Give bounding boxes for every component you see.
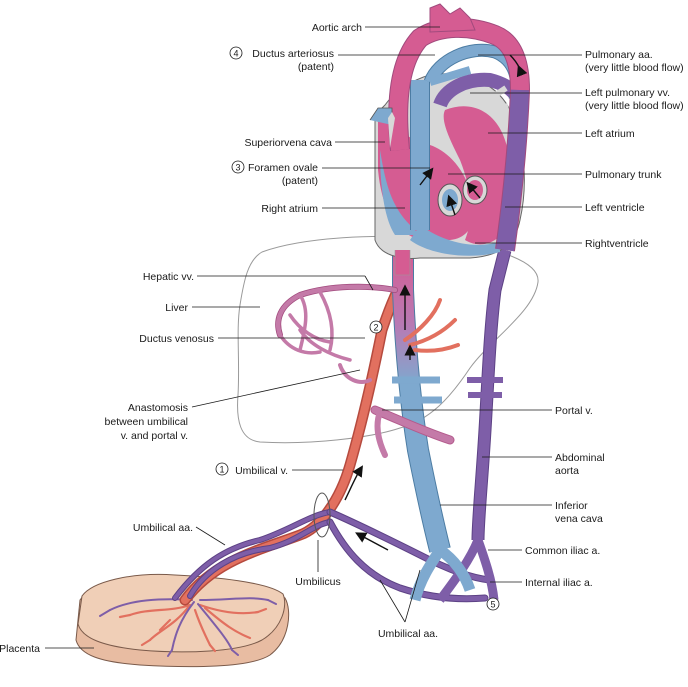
label-anastomosis-1: Anastomosis	[128, 402, 188, 414]
flow-arrow-icon	[509, 54, 528, 78]
label-superior-vena-cava: Superiorvena cava	[244, 137, 332, 149]
umbilical-cord	[172, 279, 406, 606]
label-foramen-ovale: Foramen ovale	[248, 162, 318, 174]
label-left-ventricle: Left ventricle	[585, 202, 645, 214]
label-abdominal-aorta: Abdominal	[555, 452, 605, 464]
label-umbilical-v: Umbilical v.	[235, 465, 288, 477]
label-umbilical-aa-bottom: Umbilical aa.	[378, 628, 438, 640]
placenta	[75, 573, 290, 668]
marker-2: 2	[373, 323, 378, 333]
label-pulmonary-aa-note: (very little blood flow)	[585, 62, 684, 74]
heart	[369, 3, 531, 276]
label-ductus-arteriosus-note: (patent)	[298, 61, 334, 73]
label-ductus-venosus: Ductus venosus	[139, 333, 214, 345]
label-liver: Liver	[165, 302, 188, 314]
label-inferior-vena-cava-2: vena cava	[555, 513, 603, 525]
label-right-atrium: Right atrium	[261, 203, 318, 215]
label-common-iliac-a: Common iliac a.	[525, 545, 600, 557]
label-aortic-arch: Aortic arch	[312, 22, 362, 34]
label-ductus-arteriosus: Ductus arteriosus	[252, 48, 334, 60]
portal-vein	[370, 405, 455, 458]
label-anastomosis-2: between umbilical	[105, 416, 188, 428]
label-left-atrium: Left atrium	[585, 128, 635, 140]
label-right-ventricle: Rightventricle	[585, 238, 649, 250]
label-umbilical-aa-left: Umbilical aa.	[133, 522, 193, 534]
flow-arrow-icon	[446, 194, 458, 216]
ductus-venosus-branches	[403, 298, 460, 353]
hepatic-veins	[275, 283, 398, 384]
umbilicus-ring	[313, 492, 331, 538]
label-anastomosis-3: v. and portal v.	[121, 430, 188, 442]
flow-arrow-icon	[419, 167, 434, 186]
marker-3: 3	[235, 163, 240, 173]
marker-1: 1	[219, 465, 224, 475]
flow-arrow-icon	[466, 181, 481, 199]
label-inferior-vena-cava: Inferior	[555, 500, 588, 512]
leader-lines-right	[382, 54, 582, 583]
label-umbilicus: Umbilicus	[295, 576, 341, 588]
marker-4: 4	[233, 49, 238, 59]
label-foramen-ovale-note: (patent)	[282, 175, 318, 187]
flow-arrow-icon	[344, 465, 363, 501]
flow-arrows	[344, 54, 528, 551]
label-abdominal-aorta-2: aorta	[555, 465, 579, 477]
label-pulmonary-aa: Pulmonary aa.	[585, 49, 653, 61]
label-pulmonary-trunk: Pulmonary trunk	[585, 169, 662, 181]
flow-arrow-icon	[355, 532, 389, 551]
label-hepatic-vv: Hepatic vv.	[143, 271, 194, 283]
marker-5: 5	[490, 600, 495, 610]
leader-lines-left	[45, 26, 440, 649]
label-portal-v: Portal v.	[555, 405, 593, 417]
label-placenta: Placenta	[0, 643, 40, 655]
label-left-pulmonary-vv: Left pulmonary vv.	[585, 87, 670, 99]
label-left-pulmonary-vv-note: (very little blood flow)	[585, 100, 684, 112]
label-internal-iliac-a: Internal iliac a.	[525, 577, 593, 589]
